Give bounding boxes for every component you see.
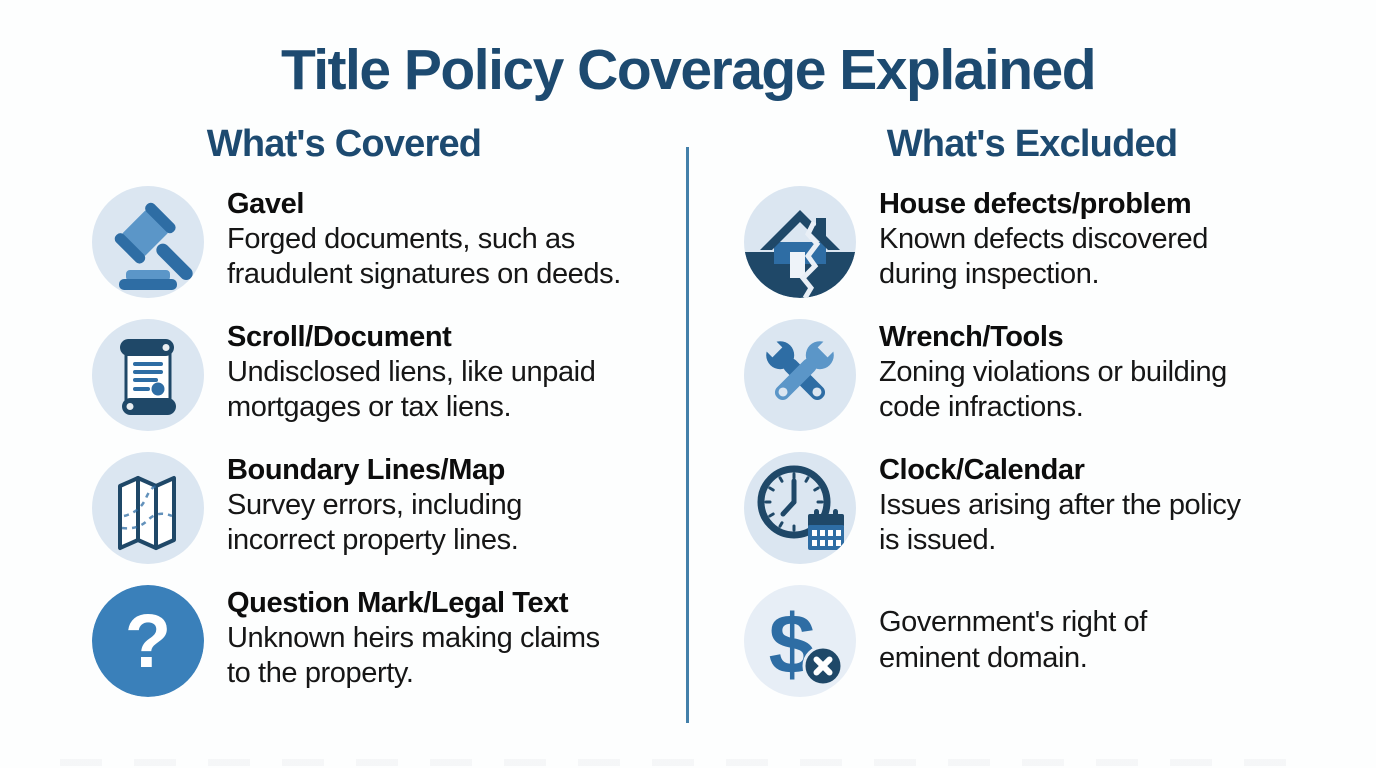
covered-rows: Gavel Forged documents, such as fraudule… (0, 185, 688, 697)
item-description-line: eminent domain. (879, 641, 1088, 674)
list-item-scroll: Scroll/Document Undisclosed liens, like … (92, 318, 688, 431)
item-description-line: Unknown heirs making claims (227, 621, 600, 654)
covered-column: What's Covered (0, 120, 688, 697)
item-text: Boundary Lines/Map Survey errors, includ… (227, 452, 522, 564)
item-description-line: Zoning violations or building (879, 355, 1227, 388)
list-item-clock: Clock/Calendar Issues arising after the … (744, 451, 1376, 564)
item-title: Wrench/Tools (879, 320, 1064, 353)
item-text: Question Mark/Legal Text Unknown heirs m… (227, 585, 600, 697)
boundary-map-icon (92, 451, 204, 564)
list-item-question: ? Question Mark/Legal Text Unknown heirs… (92, 584, 688, 697)
item-title: House defects/problem (879, 187, 1192, 220)
house-crack-icon (744, 185, 856, 298)
list-item-eminent-domain: $ Government's right of eminent domain. (744, 584, 1376, 697)
svg-text:?: ? (125, 599, 171, 684)
list-item-map: Boundary Lines/Map Survey errors, includ… (92, 451, 688, 564)
item-text: Gavel Forged documents, such as fraudule… (227, 186, 621, 298)
item-description-line: Known defects discovered (879, 222, 1208, 255)
item-description-line: Issues arising after the policy (879, 488, 1241, 521)
item-description-line: during inspection. (879, 258, 1100, 291)
item-description-line: to the property. (227, 657, 414, 690)
item-text: Government's right of eminent domain. (879, 585, 1147, 697)
excluded-column: What's Excluded (688, 120, 1376, 697)
item-description-line: mortgages or tax liens. (227, 391, 512, 424)
item-description-line: is issued. (879, 524, 996, 557)
cropped-text-artifact (60, 759, 1316, 766)
item-text: Scroll/Document Undisclosed liens, like … (227, 319, 596, 431)
item-title: Clock/Calendar (879, 453, 1085, 486)
item-title: Boundary Lines/Map (227, 453, 505, 486)
excluded-header: What's Excluded (886, 122, 1178, 165)
item-description-line: fraudulent signatures on deeds. (227, 258, 621, 291)
item-title: Question Mark/Legal Text (227, 586, 569, 619)
covered-header: What's Covered (206, 122, 482, 165)
item-description-line: Undisclosed liens, like unpaid (227, 355, 596, 388)
list-item-house: House defects/problem Known defects disc… (744, 185, 1376, 298)
item-description-line: Survey errors, including (227, 488, 523, 521)
clock-calendar-icon (744, 451, 856, 564)
wrench-tools-icon (744, 318, 856, 431)
scroll-document-icon (92, 318, 204, 431)
columns-container: What's Covered (0, 120, 1376, 697)
item-description-line: code infractions. (879, 391, 1084, 424)
item-description-line: Forged documents, such as (227, 222, 575, 255)
item-text: House defects/problem Known defects disc… (879, 186, 1208, 298)
item-text: Wrench/Tools Zoning violations or buildi… (879, 319, 1227, 431)
item-title: Scroll/Document (227, 320, 452, 353)
item-text: Clock/Calendar Issues arising after the … (879, 452, 1241, 564)
page-title: Title Policy Coverage Explained (280, 38, 1097, 102)
item-description-line: Government's right of (879, 606, 1147, 639)
excluded-rows: House defects/problem Known defects disc… (688, 185, 1376, 697)
list-item-gavel: Gavel Forged documents, such as fraudule… (92, 185, 688, 298)
dollar-restriction-icon: $ (744, 584, 856, 697)
question-mark-icon: ? (92, 584, 204, 697)
item-description-line: incorrect property lines. (227, 524, 519, 557)
list-item-wrench: Wrench/Tools Zoning violations or buildi… (744, 318, 1376, 431)
item-title: Gavel (227, 187, 304, 220)
gavel-icon (92, 185, 204, 298)
column-divider (686, 147, 689, 723)
